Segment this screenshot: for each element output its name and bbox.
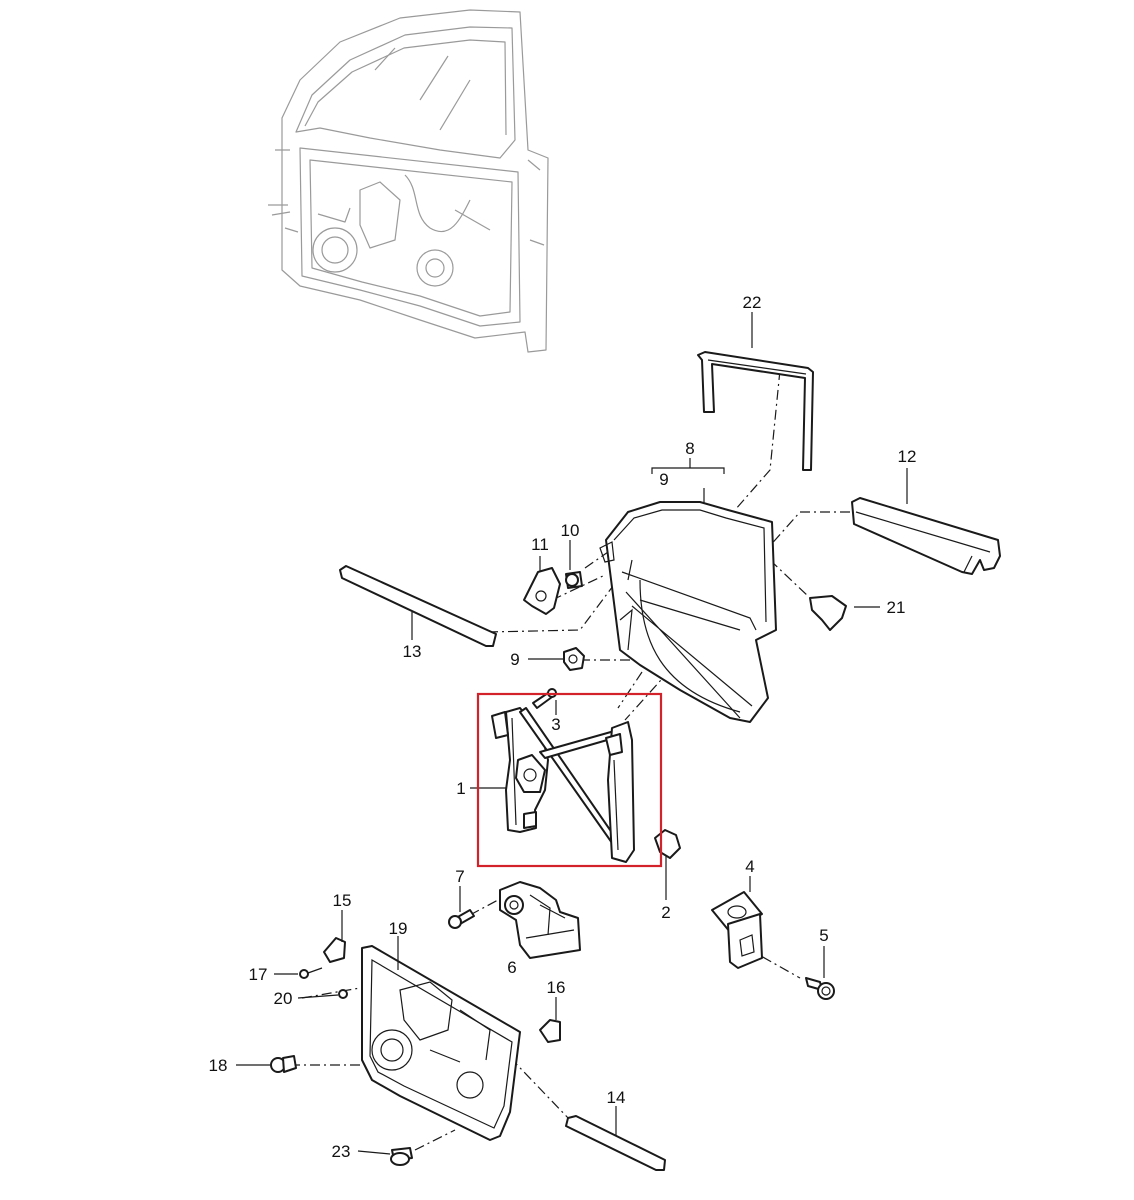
part-19-door-module-panel (361, 945, 521, 1141)
callout-14: 14 (607, 1088, 626, 1107)
part-17-clip (299, 967, 323, 979)
callout-13: 13 (403, 642, 422, 661)
callout-11: 11 (531, 535, 549, 554)
part-22-glass-run-channel (697, 351, 814, 471)
part-1-window-regulator (491, 707, 635, 863)
part-9-guide (563, 647, 585, 671)
part-8-window-frame (599, 501, 777, 723)
part-7-screw (448, 909, 475, 929)
part-21-clip (809, 595, 847, 631)
callout-4: 4 (745, 857, 754, 876)
part-11-bracket (523, 567, 561, 615)
callout-9: 9 (510, 650, 519, 669)
door-shell-reference (268, 9, 549, 353)
callout-labels: 22 8 9 12 11 10 13 9 21 3 1 2 4 5 7 6 15… (209, 293, 917, 1161)
highlight-box-regulator (476, 692, 663, 868)
part-4-bracket (727, 913, 763, 969)
callout-9-bracket: 9 (659, 470, 668, 489)
part-4-gasket (711, 891, 763, 933)
callout-7: 7 (455, 867, 464, 886)
part-14-sealing-strip (565, 1115, 666, 1171)
part-20-rivet (338, 989, 348, 999)
callout-15: 15 (333, 891, 352, 910)
callout-12: 12 (898, 447, 917, 466)
callout-18: 18 (209, 1056, 228, 1075)
part-6-window-motor (499, 881, 581, 959)
part-5-screw (805, 977, 835, 1000)
callout-leader-lines (236, 312, 908, 1155)
callout-16: 16 (547, 978, 566, 997)
callout-21: 21 (887, 598, 906, 617)
callout-2: 2 (661, 903, 670, 922)
part-16-clip (539, 1019, 561, 1043)
callout-22: 22 (743, 293, 762, 312)
part-12-window-weatherstrip (851, 497, 1001, 575)
part-3-bolt (532, 688, 557, 709)
callout-8: 8 (685, 439, 694, 458)
callout-3: 3 (551, 715, 560, 734)
part-23-fastener (390, 1147, 413, 1166)
callout-20: 20 (274, 989, 293, 1008)
callout-23: 23 (332, 1142, 351, 1161)
part-10-grommet (565, 571, 583, 589)
callout-17: 17 (249, 965, 268, 984)
callout-10: 10 (561, 521, 580, 540)
part-13-door-trim-strip (339, 565, 497, 647)
callout-1: 1 (456, 779, 465, 798)
callout-19: 19 (389, 919, 408, 938)
part-15-clip (323, 937, 346, 963)
callout-6: 6 (507, 958, 516, 977)
part-18-bolt (270, 1055, 297, 1073)
part-2-clip (654, 829, 681, 859)
callout-5: 5 (819, 926, 828, 945)
